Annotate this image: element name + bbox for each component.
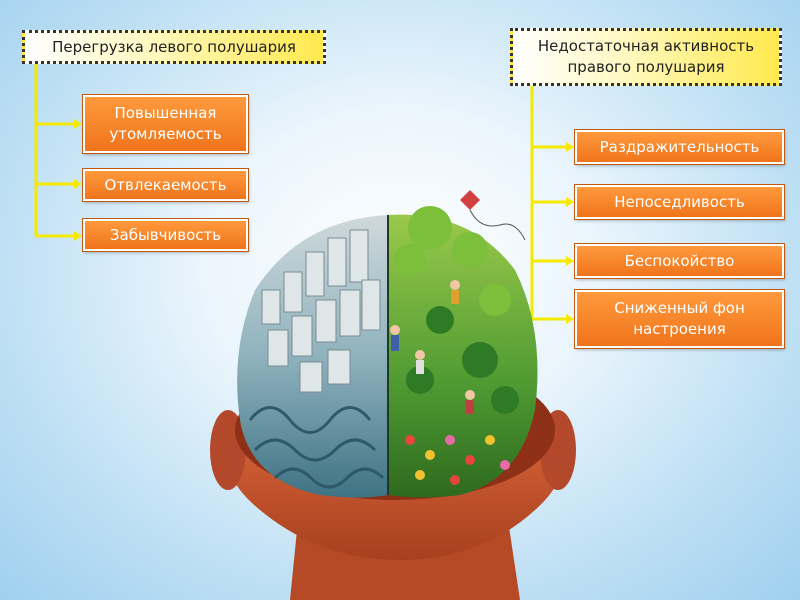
left-hemisphere-title-text: Перегрузка левого полушария (52, 38, 296, 56)
symptom-distractibility: Отвлекаемость (83, 169, 248, 201)
symptom-label: Забывчивость (110, 225, 221, 246)
symptom-label: Сниженный фон настроения (577, 298, 782, 340)
symptom-label: Непоседливость (614, 192, 745, 213)
symptom-label: Отвлекаемость (105, 175, 227, 196)
symptom-label: Беспокойство (625, 251, 735, 272)
symptom-fatigue: Повышенная утомляемость (83, 95, 248, 153)
symptom-low-mood: Сниженный фон настроения (575, 290, 784, 348)
symptom-forgetfulness: Забывчивость (83, 219, 248, 251)
right-hemisphere-title: Недостаточная активность правого полушар… (510, 28, 782, 86)
symptom-irritability: Раздражительность (575, 130, 784, 164)
right-hemisphere-title-text: Недостаточная активность правого полушар… (513, 36, 779, 78)
kite-icon (460, 190, 480, 210)
symptom-anxiety: Беспокойство (575, 244, 784, 278)
symptom-label: Повышенная утомляемость (85, 103, 246, 145)
symptom-label: Раздражительность (600, 137, 760, 158)
symptom-restlessness: Непоседливость (575, 185, 784, 219)
left-hemisphere-title: Перегрузка левого полушария (22, 30, 326, 64)
